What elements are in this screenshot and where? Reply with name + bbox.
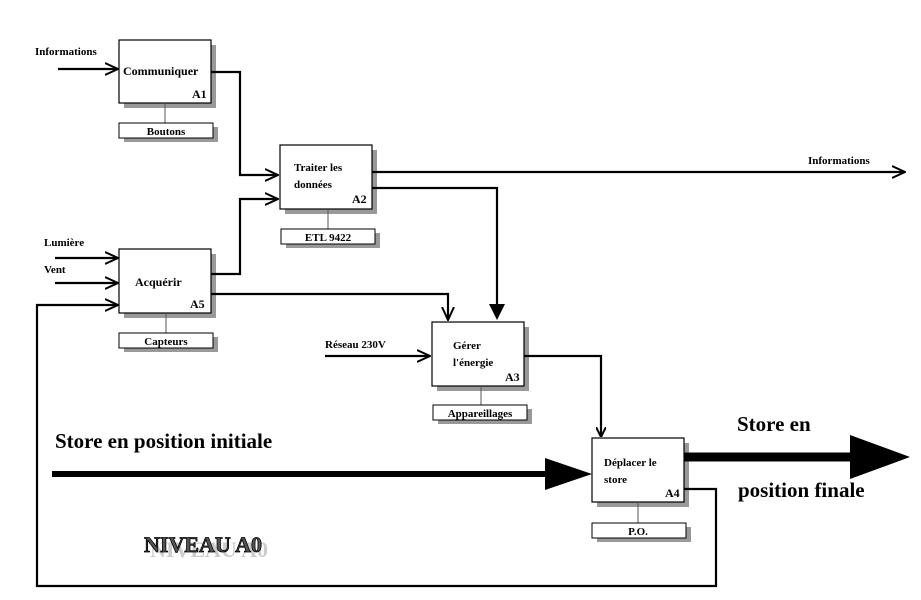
arrow-a2-to-a3 [372,186,505,320]
activity-box-a2: Traiter les données A2 ETL 9422 [279,144,380,248]
box-label: Déplacer le [604,457,657,469]
mechanism-label: ETL 9422 [305,232,352,244]
box-code: A5 [190,297,205,311]
arrow-feedback-loop [35,305,718,588]
arrow-a5-to-a3 [211,292,448,320]
label-informations-in: Informations [35,46,97,58]
diagram-title: NIVEAU A0 [144,532,262,557]
arrowhead-store-final [850,435,910,479]
label-informations-out: Informations [808,155,870,167]
label-store-initial: Store en position initiale [55,429,272,453]
label-vent: Vent [44,264,66,276]
box-label: Acquérir [135,275,182,289]
activity-box-a4: Déplacer le store A4 P.O. [591,437,691,542]
mechanism-label: Capteurs [144,336,188,348]
mechanism-label: Appareillages [448,408,513,420]
arrow-a1-to-a2 [211,70,278,175]
mechanism-label: P.O. [628,526,648,538]
box-label: Communiquer [123,64,199,78]
label-lumiere: Lumière [44,237,84,249]
box-code: A1 [192,87,207,101]
box-code: A4 [665,486,680,500]
activity-box-a1: Communiquer A1 Boutons [118,39,218,142]
arrow-a3-to-a4 [524,354,601,436]
mechanism-label: Boutons [147,126,186,138]
box-label-2: store [604,474,627,486]
activity-box-a5: Acquérir A5 Capteurs [118,248,218,352]
arrow-a5-to-a2 [211,199,278,276]
box-label: Traiter les [294,162,343,174]
arrowhead-store-initial [545,458,592,490]
box-code: A2 [352,192,367,206]
label-store-final-2: position finale [738,478,865,502]
label-reseau: Réseau 230V [325,339,386,351]
box-code: A3 [505,370,520,384]
box-label-2: données [294,179,333,191]
box-label: Gérer [453,340,481,352]
activity-box-a3: Gérer l'énergie A3 Appareillages [431,321,532,424]
title-shadow: NIVEAU A0 [150,537,268,562]
box-label-2: l'énergie [453,357,493,369]
label-store-final-1: Store en [737,412,811,436]
